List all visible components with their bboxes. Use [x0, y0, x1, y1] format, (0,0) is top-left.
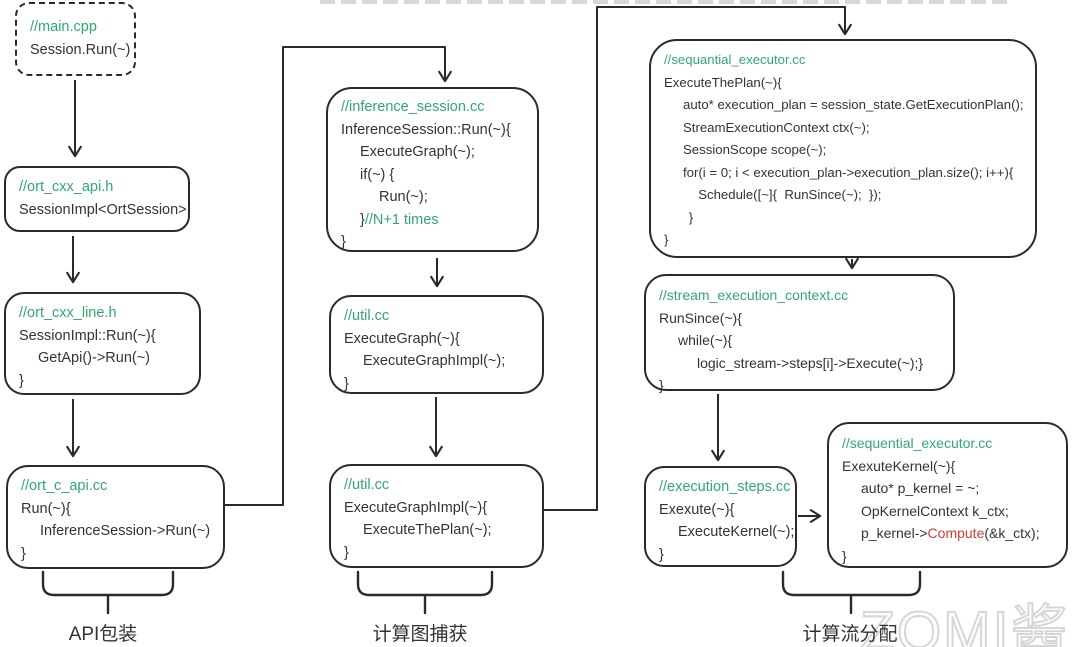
code-line: } — [842, 547, 847, 564]
code-line: StreamExecutionContext ctx(~); — [683, 119, 870, 135]
code-line: } — [344, 375, 349, 392]
group-brace-graph — [356, 570, 494, 615]
watermark: ZOMI酱 — [859, 599, 1070, 647]
code-line: } — [664, 232, 669, 247]
file-comment: //sequantial_executor.cc — [664, 52, 806, 67]
code-segment: p_kernel-> — [861, 525, 928, 541]
code-line: ExecuteThePlan(~){ — [664, 74, 782, 90]
file-comment: //stream_execution_context.cc — [659, 287, 849, 303]
code-segment: Compute — [927, 525, 985, 541]
code-line: ExecuteGraphImpl(~); — [363, 353, 506, 369]
code-line: InferenceSession::Run(~){ — [341, 121, 511, 138]
code-line: } — [659, 377, 664, 393]
code-line: OpKernelContext k_ctx; — [861, 502, 1009, 519]
code-line: ExexuteKernel(~){ — [842, 457, 956, 474]
file-comment: //ort_cxx_api.h — [19, 179, 114, 195]
code-line: ExecuteKernel(~); — [678, 524, 795, 540]
code-line: ExecuteGraph(~); — [360, 144, 475, 160]
code-line: InferenceSession->Run(~) — [40, 523, 211, 539]
code-line: } — [659, 546, 664, 563]
code-line: } — [344, 544, 349, 561]
code-line: Exexute(~){ — [659, 501, 735, 518]
code-line: logic_stream->steps[i]->Execute(~);} — [697, 354, 924, 371]
group-label-stream-allocation: 计算流分配 — [802, 624, 898, 645]
code-line: RunSince(~){ — [659, 309, 742, 326]
code-line: GetApi()->Run(~) — [38, 350, 151, 366]
file-comment: //util.cc — [344, 308, 390, 324]
code-line: } — [688, 209, 694, 225]
code-line: } — [21, 545, 26, 562]
arrow-impl-to-plan — [543, 6, 852, 511]
code-segment: (&k_ctx); — [984, 525, 1040, 541]
code-line: while(~){ — [678, 332, 733, 348]
code-line: auto* p_kernel = ~; — [861, 480, 980, 496]
file-comment: //ort_cxx_line.h — [19, 305, 117, 321]
code-line: ExecuteGraph(~){ — [344, 330, 460, 347]
code-line: Session.Run(~) — [30, 41, 131, 58]
code-line: }//N+1 times — [341, 209, 529, 232]
code-line: Schedule([~]{ RunSince(~); }); — [698, 187, 882, 202]
code-segment: //N+1 times — [364, 211, 439, 228]
group-brace-stream — [781, 570, 922, 615]
code-line: } — [341, 234, 346, 250]
file-comment: //execution_steps.cc — [659, 479, 791, 495]
arrow-capi-to-inference — [225, 46, 452, 506]
code-line: Run(~){ — [21, 500, 71, 517]
code-line: if(~) { — [360, 166, 395, 183]
code-line: p_kernel->Compute(&k_ctx); — [842, 522, 1058, 545]
cropped-text-artifact — [320, 0, 1010, 4]
code-line: for(i = 0; i < execution_plan->execution… — [683, 164, 1014, 180]
code-line: auto* execution_plan = session_state.Get… — [683, 97, 1024, 112]
file-comment: //util.cc — [344, 477, 390, 493]
file-comment: //inference_session.cc — [341, 99, 485, 115]
file-comment: //ort_c_api.cc — [21, 478, 108, 494]
code-segment: } — [360, 211, 365, 228]
code-line: SessionImpl<OrtSession> — [19, 201, 187, 218]
code-line: ExecuteGraphImpl(~){ — [344, 499, 488, 516]
file-comment: //sequential_executor.cc — [842, 435, 993, 451]
file-comment: //main.cpp — [30, 19, 97, 35]
code-line: ExecuteThePlan(~); — [363, 522, 492, 538]
code-line: SessionScope scope(~); — [683, 142, 827, 157]
group-brace-api — [41, 570, 175, 615]
group-label-graph-capture: 计算图捕获 — [372, 624, 468, 645]
code-line: SessionImpl::Run(~){ — [19, 327, 156, 344]
code-line: } — [19, 372, 24, 389]
code-line: Run(~); — [379, 189, 428, 205]
group-label-api-wrapper: API包装 — [68, 624, 138, 645]
